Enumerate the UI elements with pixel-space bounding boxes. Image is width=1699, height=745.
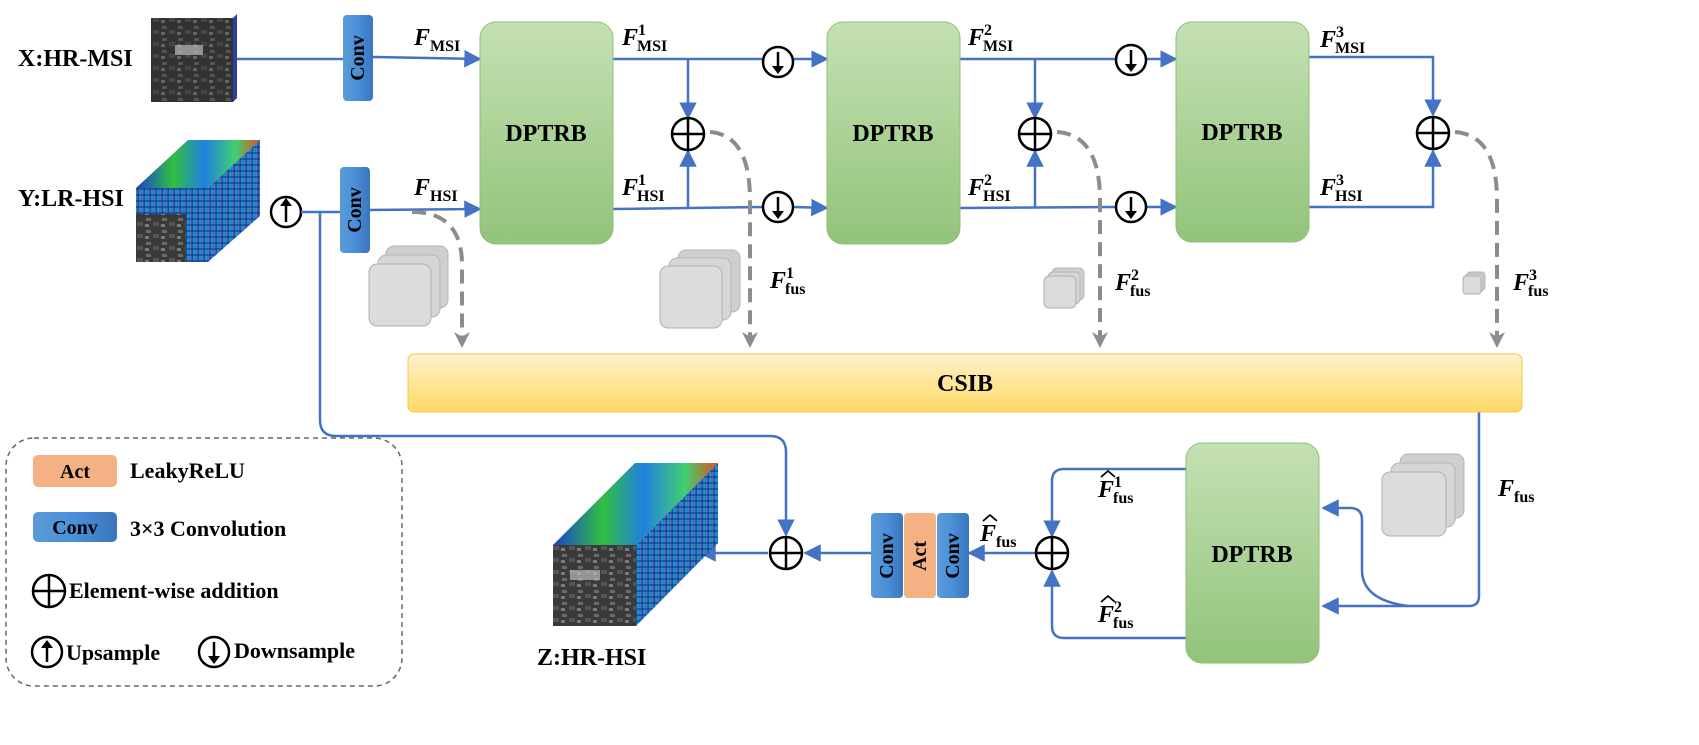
legend-conv-swatch <box>33 512 117 542</box>
add-icon-5 <box>768 535 804 571</box>
wire-fhsi3 <box>1308 149 1442 209</box>
conv-msi-label: Conv <box>347 35 369 81</box>
legend-conv-label: Conv <box>52 517 98 539</box>
legend: Act LeakyReLU Conv 3×3 Convolution Eleme… <box>5 437 403 687</box>
wire-ffus-top <box>1321 499 1409 608</box>
dptrb-2-label: DPTRB <box>852 121 933 147</box>
legend-add-icon <box>31 573 67 609</box>
conv-block-msi: Conv <box>343 15 373 101</box>
bottom-act-label: Act <box>909 541 931 571</box>
legend-add-text: Element-wise addition <box>69 578 279 603</box>
feature-stack-fus1 <box>659 249 741 329</box>
dptrb-1-label: DPTRB <box>505 121 586 147</box>
downsample-icon-1 <box>761 45 795 79</box>
bottom-conv-1-label: Conv <box>876 533 898 579</box>
add-icon-1 <box>670 116 706 152</box>
add-icon-2 <box>1017 116 1053 152</box>
label-fmsi: FMSI <box>413 25 460 55</box>
legend-act-swatch <box>33 455 117 487</box>
conv-hsi-label: Conv <box>344 187 366 233</box>
label-fhsi: FHSI <box>413 175 458 205</box>
output-label: Z:HR-HSI <box>537 645 646 671</box>
legend-conv-text: 3×3 Convolution <box>130 516 286 541</box>
hr-msi-image <box>151 14 237 102</box>
dptrb-block-3: DPTRB <box>1175 21 1310 243</box>
legend-act-text: LeakyReLU <box>130 458 245 483</box>
dptrb-block-2: DPTRB <box>826 21 961 245</box>
feature-stack-hsi <box>368 245 449 327</box>
add-icon-4 <box>1034 535 1070 571</box>
downsample-icon-2 <box>761 190 795 224</box>
wire-ffus-bottom <box>1321 412 1481 615</box>
dptrb-4-label: DPTRB <box>1211 542 1292 568</box>
dptrb-block-4: DPTRB <box>1185 442 1320 664</box>
legend-downsample-icon <box>197 635 231 669</box>
conv-act-conv-block: Conv Act Conv <box>871 513 969 598</box>
dash-ffus3-csib <box>1454 130 1505 348</box>
legend-act-label: Act <box>60 461 90 483</box>
wire-skip <box>318 212 795 537</box>
csib-block: CSIB <box>407 353 1523 413</box>
bottom-conv-2-label: Conv <box>942 533 964 579</box>
hr-hsi-output-cube <box>553 463 718 626</box>
wire-fhat1 <box>1043 467 1186 538</box>
wire-fmsi3 <box>1308 55 1442 117</box>
dash-ffus2-csib <box>1056 130 1108 348</box>
upsample-icon <box>269 195 303 229</box>
feature-stack-fus3 <box>1462 271 1486 295</box>
downsample-icon-4 <box>1114 190 1148 224</box>
legend-up-text: Upsample <box>66 640 160 665</box>
dptrb-block-1: DPTRB <box>479 21 614 245</box>
feature-stack-ffus <box>1381 453 1465 537</box>
legend-upsample-icon <box>30 635 64 669</box>
dptrb-3-label: DPTRB <box>1201 120 1282 146</box>
wire-fmsi <box>372 49 482 68</box>
dash-fhsi-csib <box>411 210 470 348</box>
label-ffus: Ffus <box>1497 476 1534 506</box>
conv-block-hsi: Conv <box>340 167 370 253</box>
lr-hsi-cube <box>136 140 260 262</box>
wire-fhat2 <box>1043 569 1186 640</box>
add-icon-3 <box>1415 115 1451 151</box>
wire-fhsi <box>369 200 482 218</box>
hat-marks <box>982 469 1116 603</box>
hsi-input-label: Y:LR-HSI <box>18 186 124 212</box>
dash-ffus1-csib <box>709 130 758 348</box>
label-fhat-fus: Ffus <box>979 521 1016 551</box>
legend-down-text: Downsample <box>234 638 355 663</box>
csib-label: CSIB <box>937 371 993 397</box>
wire-fhsi1-down <box>793 198 829 217</box>
msi-input-label: X:HR-MSI <box>18 46 133 72</box>
wire-fhsi2 <box>959 205 1116 210</box>
feature-stack-fus2 <box>1043 267 1085 309</box>
downsample-icon-3 <box>1114 43 1148 77</box>
